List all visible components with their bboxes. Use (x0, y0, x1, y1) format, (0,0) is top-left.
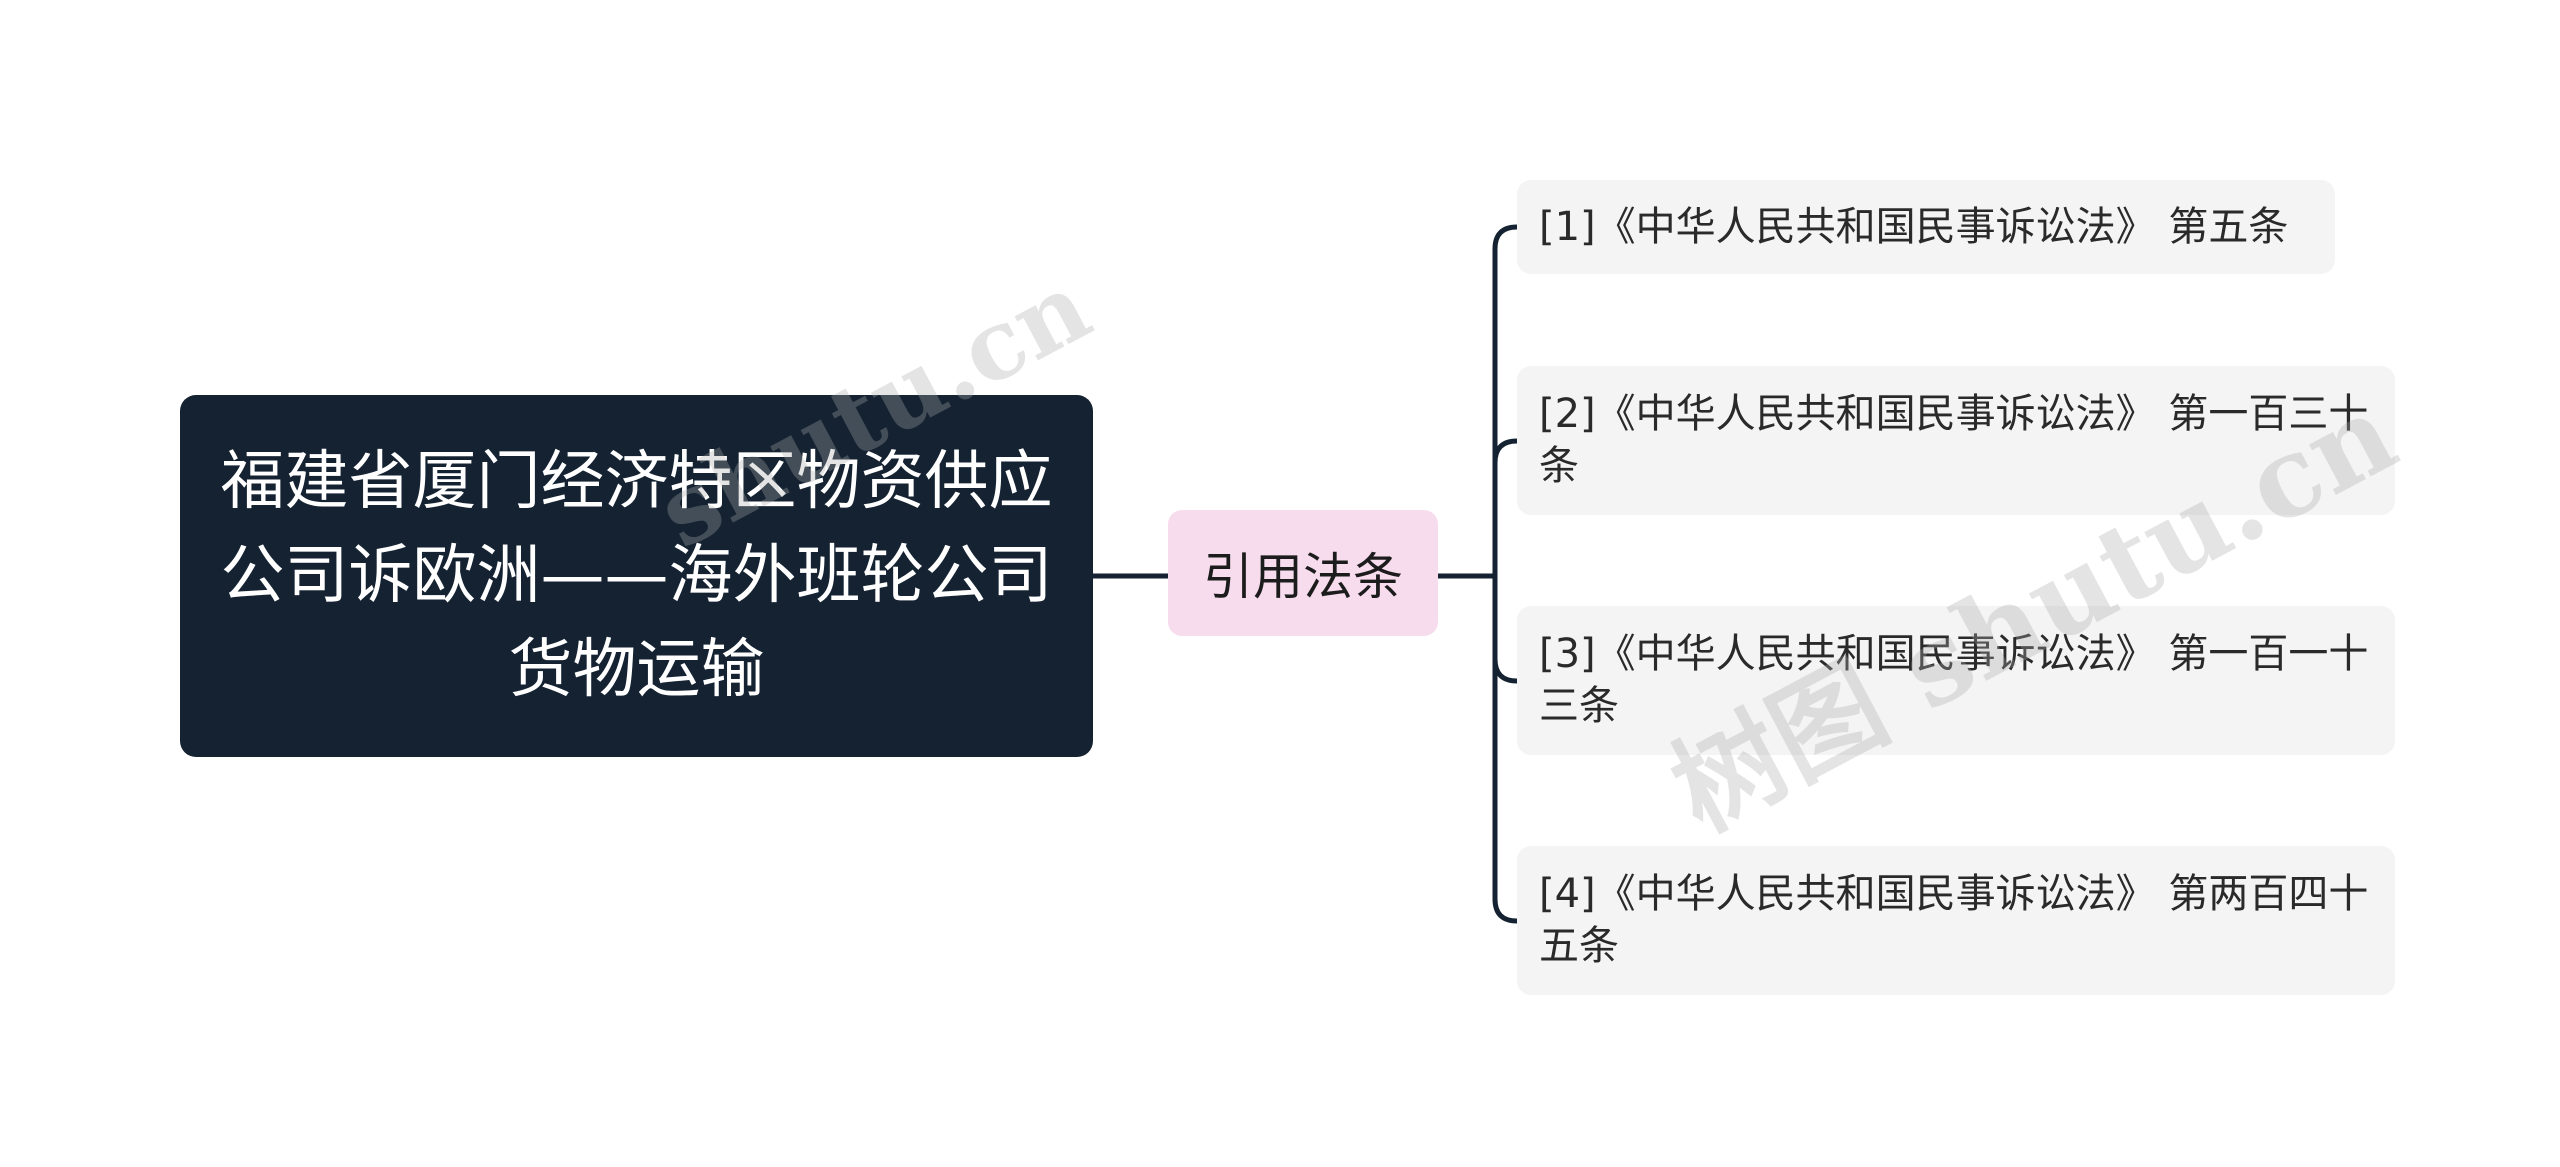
leaf-text: [4]《中华人民共和国民事诉讼法》 第两百四十五条 (1539, 871, 2369, 969)
trunk-line (1492, 224, 1518, 924)
leaf2-connector (1492, 438, 1518, 464)
leaf-node-2[interactable]: [2]《中华人民共和国民事诉讼法》 第一百三十条 (1517, 366, 2395, 515)
root-title: 福建省厦门经济特区物资供应公司诉欧洲——海外班轮公司货物运输 (220, 445, 1053, 707)
branch-node-cited-laws[interactable]: 引用法条 (1168, 510, 1438, 636)
leaf-text: [3]《中华人民共和国民事诉讼法》 第一百一十三条 (1539, 631, 2369, 729)
branch-label: 引用法条 (1203, 548, 1403, 606)
leaf-text: [1]《中华人民共和国民事诉讼法》 第五条 (1539, 204, 2289, 250)
leaf-text: [2]《中华人民共和国民事诉讼法》 第一百三十条 (1539, 391, 2369, 489)
root-node[interactable]: 福建省厦门经济特区物资供应公司诉欧洲——海外班轮公司货物运输 (180, 395, 1093, 757)
leaf3-connector (1492, 658, 1518, 684)
leaf-node-1[interactable]: [1]《中华人民共和国民事诉讼法》 第五条 (1517, 180, 2335, 274)
leaf-node-4[interactable]: [4]《中华人民共和国民事诉讼法》 第两百四十五条 (1517, 846, 2395, 995)
leaf-node-3[interactable]: [3]《中华人民共和国民事诉讼法》 第一百一十三条 (1517, 606, 2395, 755)
